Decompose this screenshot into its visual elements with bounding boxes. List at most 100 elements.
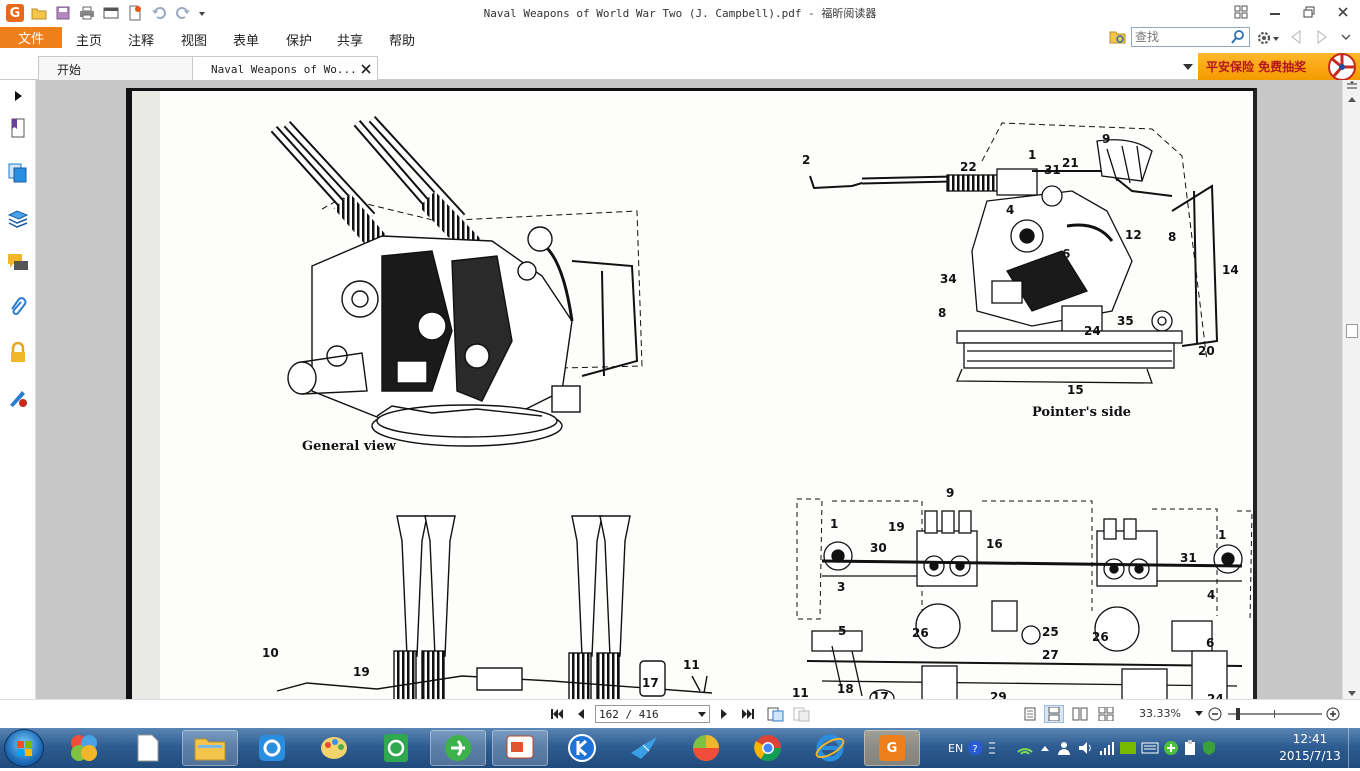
pages-panel-button[interactable] — [6, 161, 30, 185]
tab-close-button[interactable] — [361, 63, 371, 77]
minimize-button[interactable] — [1258, 0, 1292, 24]
properties-button[interactable] — [100, 3, 122, 23]
add-icon[interactable] — [1163, 740, 1179, 756]
close-window-button[interactable] — [1326, 0, 1360, 24]
zoom-in-button[interactable] — [1325, 705, 1341, 723]
menu-help[interactable]: 帮助 — [389, 34, 416, 49]
signal-bars-icon[interactable] — [1099, 740, 1115, 756]
menu-comment[interactable]: 注释 — [128, 34, 155, 49]
speaker-icon[interactable] — [1077, 740, 1095, 756]
new-document-button[interactable] — [124, 3, 146, 23]
promo-banner[interactable]: 平安保险 免费抽奖 — [1198, 53, 1360, 80]
find-folder-button[interactable] — [1109, 29, 1127, 48]
taskbar-app-presentation[interactable] — [492, 730, 548, 766]
zoom-slider[interactable] — [1228, 708, 1322, 720]
taskbar-app-green[interactable] — [368, 730, 424, 766]
language-indicator[interactable]: EN — [948, 741, 964, 755]
taskbar-app-foxit[interactable]: G — [864, 730, 920, 766]
zoom-level[interactable]: 33.33% — [1139, 707, 1181, 720]
settings-button[interactable] — [1256, 30, 1280, 46]
taskbar-app-ball[interactable] — [678, 730, 734, 766]
taskbar-app-notepad[interactable] — [120, 730, 176, 766]
taskbar-app-ie[interactable] — [802, 730, 858, 766]
network-user-icon[interactable] — [1055, 740, 1073, 756]
start-button[interactable] — [4, 729, 44, 767]
taskbar-app-paint[interactable] — [306, 730, 362, 766]
continuous-facing-view-button[interactable] — [1096, 705, 1116, 723]
save-button[interactable] — [52, 3, 74, 23]
security-panel-button[interactable] — [6, 341, 30, 365]
zoom-dropdown[interactable] — [1194, 705, 1204, 723]
ribbon-toggle-button[interactable] — [1224, 0, 1258, 24]
next-view-button[interactable] — [791, 705, 811, 723]
shield-icon[interactable] — [1201, 740, 1217, 756]
menu-view[interactable]: 视图 — [181, 34, 208, 49]
taskbar-app-kugou[interactable] — [554, 730, 610, 766]
taskbar-app-photos[interactable] — [56, 730, 112, 766]
menu-file[interactable]: 文件 — [0, 27, 62, 48]
zoom-out-button[interactable] — [1207, 705, 1223, 723]
undo-button[interactable] — [148, 3, 170, 23]
callout-label: 17 — [642, 676, 659, 690]
menu-form[interactable]: 表单 — [233, 34, 260, 49]
continuous-view-button[interactable] — [1044, 705, 1064, 723]
chevron-down-icon[interactable] — [698, 712, 706, 718]
scroll-up-button[interactable] — [1347, 92, 1357, 106]
document-view[interactable]: 2 22 1 31 21 9 4 12 8 34 6 14 8 24 35 20… — [36, 80, 1342, 699]
single-page-view-button[interactable] — [1021, 705, 1039, 723]
vertical-scrollbar[interactable] — [1342, 80, 1360, 699]
redo-button[interactable] — [172, 3, 194, 23]
callout-label: 26 — [912, 626, 929, 640]
clipboard-icon[interactable] — [1183, 740, 1197, 756]
keyboard-icon[interactable] — [1141, 740, 1159, 756]
tray-expand-icon[interactable] — [1039, 740, 1051, 756]
menu-share[interactable]: 共享 — [337, 34, 364, 49]
bookmarks-panel-button[interactable] — [6, 116, 30, 140]
next-page-button[interactable] — [716, 705, 732, 723]
layers-panel-button[interactable] — [6, 206, 30, 230]
callout-label: 9 — [946, 486, 954, 500]
signatures-panel-button[interactable] — [6, 386, 30, 410]
attachments-panel-button[interactable] — [6, 296, 30, 320]
system-clock[interactable]: 12:41 2015/7/13 — [1278, 731, 1342, 765]
tab-list-dropdown[interactable] — [1182, 61, 1194, 75]
comments-panel-button[interactable] — [6, 251, 30, 275]
app-menu-button[interactable]: G — [4, 3, 26, 23]
open-button[interactable] — [28, 3, 50, 23]
nvidia-icon[interactable] — [1119, 740, 1137, 756]
taskbar-app-bird[interactable] — [616, 730, 672, 766]
restore-button[interactable] — [1292, 0, 1326, 24]
taskbar-app-chrome[interactable] — [740, 730, 796, 766]
zoom-slider-handle[interactable] — [1236, 708, 1240, 720]
taskbar-app-cloud[interactable] — [244, 730, 300, 766]
ribbon-collapse-button[interactable] — [1340, 31, 1352, 46]
scrollbar-thumb[interactable] — [1346, 324, 1358, 338]
find-next-button[interactable] — [1316, 30, 1328, 47]
find-previous-button[interactable] — [1290, 30, 1302, 47]
callout-label: 1 — [1218, 528, 1226, 542]
tab-document[interactable]: Naval Weapons of Wo... — [192, 56, 378, 82]
input-settings-icon[interactable] — [987, 740, 997, 756]
split-view-handle[interactable] — [1345, 80, 1359, 94]
taskbar-app-browser-360[interactable] — [430, 730, 486, 766]
previous-page-button[interactable] — [573, 705, 589, 723]
search-input[interactable] — [1135, 30, 1231, 44]
tab-start[interactable]: 开始 — [38, 56, 193, 81]
menu-protect[interactable]: 保护 — [286, 34, 313, 49]
print-button[interactable] — [76, 3, 98, 23]
last-page-button[interactable] — [739, 705, 757, 723]
taskbar-app-explorer[interactable] — [182, 730, 238, 766]
previous-view-button[interactable] — [765, 705, 785, 723]
window-icon — [103, 7, 119, 19]
page-number-input[interactable]: 162 / 416 — [595, 705, 710, 723]
customize-toolbar-button[interactable] — [196, 3, 208, 23]
scroll-down-button[interactable] — [1347, 687, 1357, 701]
wifi-icon[interactable] — [1015, 740, 1035, 756]
facing-view-button[interactable] — [1070, 705, 1090, 723]
show-desktop-button[interactable] — [1348, 728, 1360, 768]
first-page-button[interactable] — [548, 705, 566, 723]
panel-expand-button[interactable] — [6, 84, 30, 108]
help-icon[interactable]: ? — [967, 740, 983, 756]
menu-home[interactable]: 主页 — [76, 34, 103, 49]
search-icon[interactable] — [1231, 30, 1245, 44]
